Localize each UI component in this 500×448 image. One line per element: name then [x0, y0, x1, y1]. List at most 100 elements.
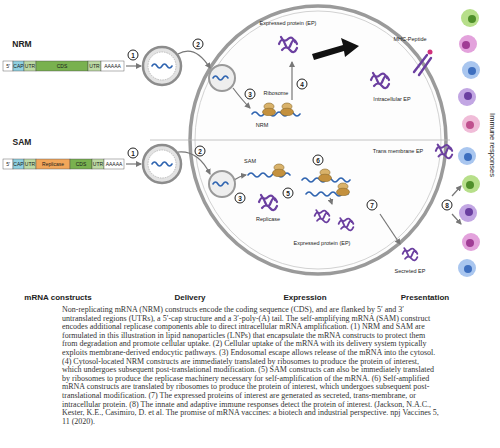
callout-number: 3: [245, 89, 256, 100]
mrna-strand: [152, 162, 172, 166]
annotation-label: Replicase: [256, 217, 280, 223]
callout-number: 3: [235, 193, 246, 204]
figure-caption: Non-replicating mRNA (NRM) constructs en…: [62, 306, 440, 426]
nrm-construct-bar: [24, 61, 36, 71]
gene-segment-label: CDS: [57, 64, 68, 69]
ribosome: [337, 183, 350, 196]
step-arrow: [380, 214, 400, 244]
step-arrow: [126, 65, 141, 66]
mhc-peptide-complex: [414, 50, 433, 76]
lipid-nanoparticle: [143, 47, 181, 183]
immune-cell: [458, 9, 480, 277]
immune-cell: [462, 175, 480, 193]
callout-number: 4: [297, 79, 308, 90]
sam-construct-bar: [3, 159, 13, 169]
immune-cell: [462, 233, 480, 251]
protein-ribbon: [339, 218, 354, 230]
ribosome: [263, 103, 350, 196]
endosome: [209, 171, 235, 197]
step-arrow: [178, 152, 210, 174]
mhc-peptide-complex: [414, 55, 431, 75]
protein-ribbon: [259, 195, 277, 210]
immune-cell: [468, 15, 476, 23]
stage-heading: Delivery: [174, 294, 205, 302]
lipid-nanoparticle: [148, 52, 176, 80]
ribosome: [281, 103, 294, 116]
gene-segment-label: UTR: [89, 64, 99, 69]
step-arrow: [178, 51, 210, 68]
divider-line: [150, 140, 450, 141]
callout-number: 7: [367, 200, 378, 211]
immune-cell: [465, 208, 473, 216]
protein-ribbon: [279, 37, 297, 52]
lipid-nanoparticle: [148, 150, 176, 178]
callout-number: 2: [195, 146, 206, 157]
immune-cell: [462, 41, 470, 49]
sam-construct-bar: [70, 159, 92, 169]
immune-cell: [462, 61, 480, 79]
sam-construct-bar: [24, 159, 36, 169]
gene-segment-label: UTR: [25, 162, 35, 167]
nrm-construct-bar: [88, 61, 101, 71]
immune-cell: [464, 92, 472, 100]
mrna-strand: [213, 76, 228, 80]
callout-number: 6: [313, 155, 324, 166]
ribosome: [273, 164, 286, 177]
step-arrow: [126, 163, 141, 164]
sam-construct-bar: [92, 159, 104, 169]
mhc-peptide-complex: [428, 50, 433, 55]
sam-construct-bar: [13, 159, 24, 169]
sam-construct-bar: [3, 159, 124, 169]
stage-heading: mRNA constructs: [24, 294, 91, 302]
mrna-strand: [213, 182, 228, 186]
annotation-label: MHC-Peptide: [393, 37, 426, 43]
callout-number: 1: [128, 148, 139, 159]
callout-number: 1: [128, 50, 139, 61]
gene-segment-label: CAP: [13, 64, 23, 69]
callout-number: 2: [193, 39, 204, 50]
immune-cell: [466, 121, 474, 129]
annotation-label: Trans membrane EP: [373, 149, 424, 155]
gene-segment-label: 5′: [6, 64, 10, 69]
stage-heading: Expression: [283, 294, 326, 302]
annotation-label: Expressed protein (EP): [260, 21, 317, 27]
gene-segment-label: CAP: [13, 162, 23, 167]
protein-ribbon: [315, 210, 330, 222]
callout-number: 5: [283, 188, 294, 199]
callout-number: 8: [442, 200, 453, 211]
protein-ribbon: [371, 73, 389, 88]
immune-cell: [466, 239, 474, 247]
step-arrow: [234, 175, 246, 180]
mrna-strand: [152, 64, 350, 196]
gene-segment-label: UTR: [93, 162, 103, 167]
immune-cell: [468, 67, 476, 75]
protein-ribbon: [436, 145, 452, 159]
nrm-construct-bar: [36, 61, 88, 71]
immune-cell: [466, 181, 474, 189]
sam-construct-bar: [36, 159, 70, 169]
immune-cell: [462, 115, 480, 133]
endosome: [209, 65, 235, 197]
side-heading: Immune responses: [488, 113, 496, 177]
annotation-label: Intracellular EP: [373, 97, 410, 103]
export-arrow: [312, 38, 359, 60]
construct-name: SAM: [13, 138, 32, 147]
stage-heading: Presentation: [401, 294, 449, 302]
protein-ribbon: [403, 248, 418, 260]
immune-cell: [461, 9, 479, 27]
nrm-construct-bar: [13, 61, 24, 71]
sam-construct-bar: [104, 159, 124, 169]
immune-cell: [459, 35, 477, 53]
immune-cell: [458, 259, 476, 277]
gene-segment-label: 5′: [6, 162, 10, 167]
gene-segment-label: CDS: [76, 162, 87, 167]
nrm-construct-bar: [101, 61, 124, 71]
immune-cell: [459, 204, 477, 222]
lipid-nanoparticle: [143, 47, 181, 85]
gene-segment-label: AAAAA: [104, 64, 121, 69]
immune-cell: [464, 265, 472, 273]
immune-cell: [458, 147, 476, 165]
immune-cell: [458, 88, 476, 106]
